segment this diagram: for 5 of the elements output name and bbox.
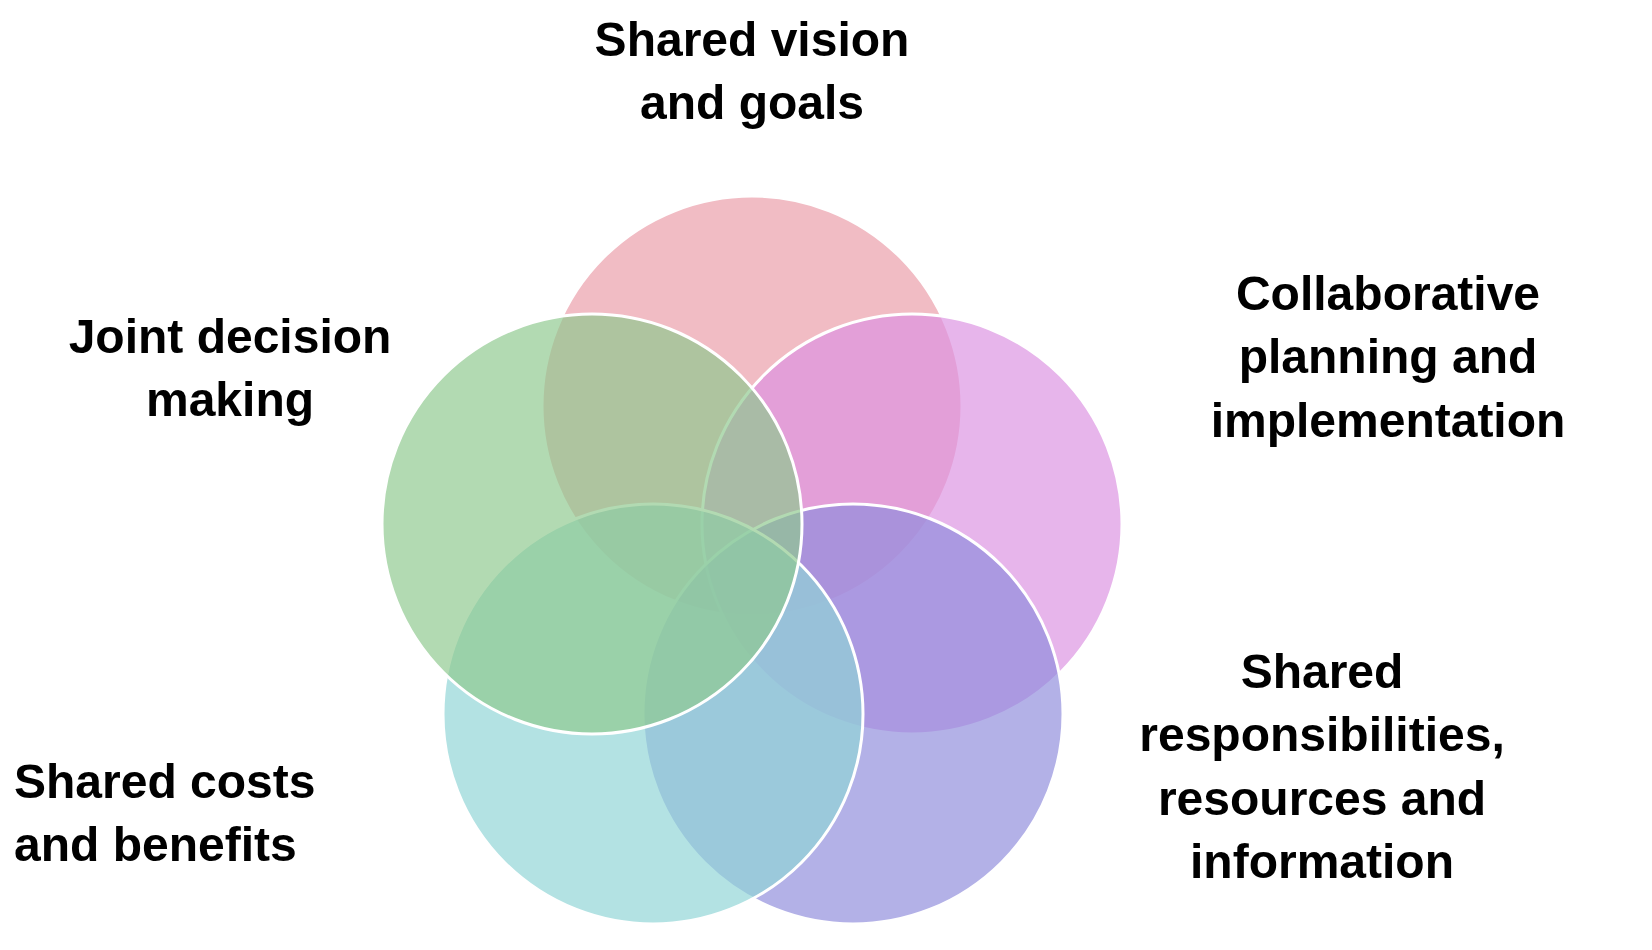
circle-label: Joint decision making — [67, 309, 393, 429]
circle-label: Collaborative planning and implementation — [1209, 266, 1567, 449]
circle-label: Shared vision and goals — [593, 12, 911, 132]
circle-label: Shared costs and benefits — [14, 754, 317, 874]
circle-label: Shared responsibilities, resources and information — [1138, 644, 1506, 891]
